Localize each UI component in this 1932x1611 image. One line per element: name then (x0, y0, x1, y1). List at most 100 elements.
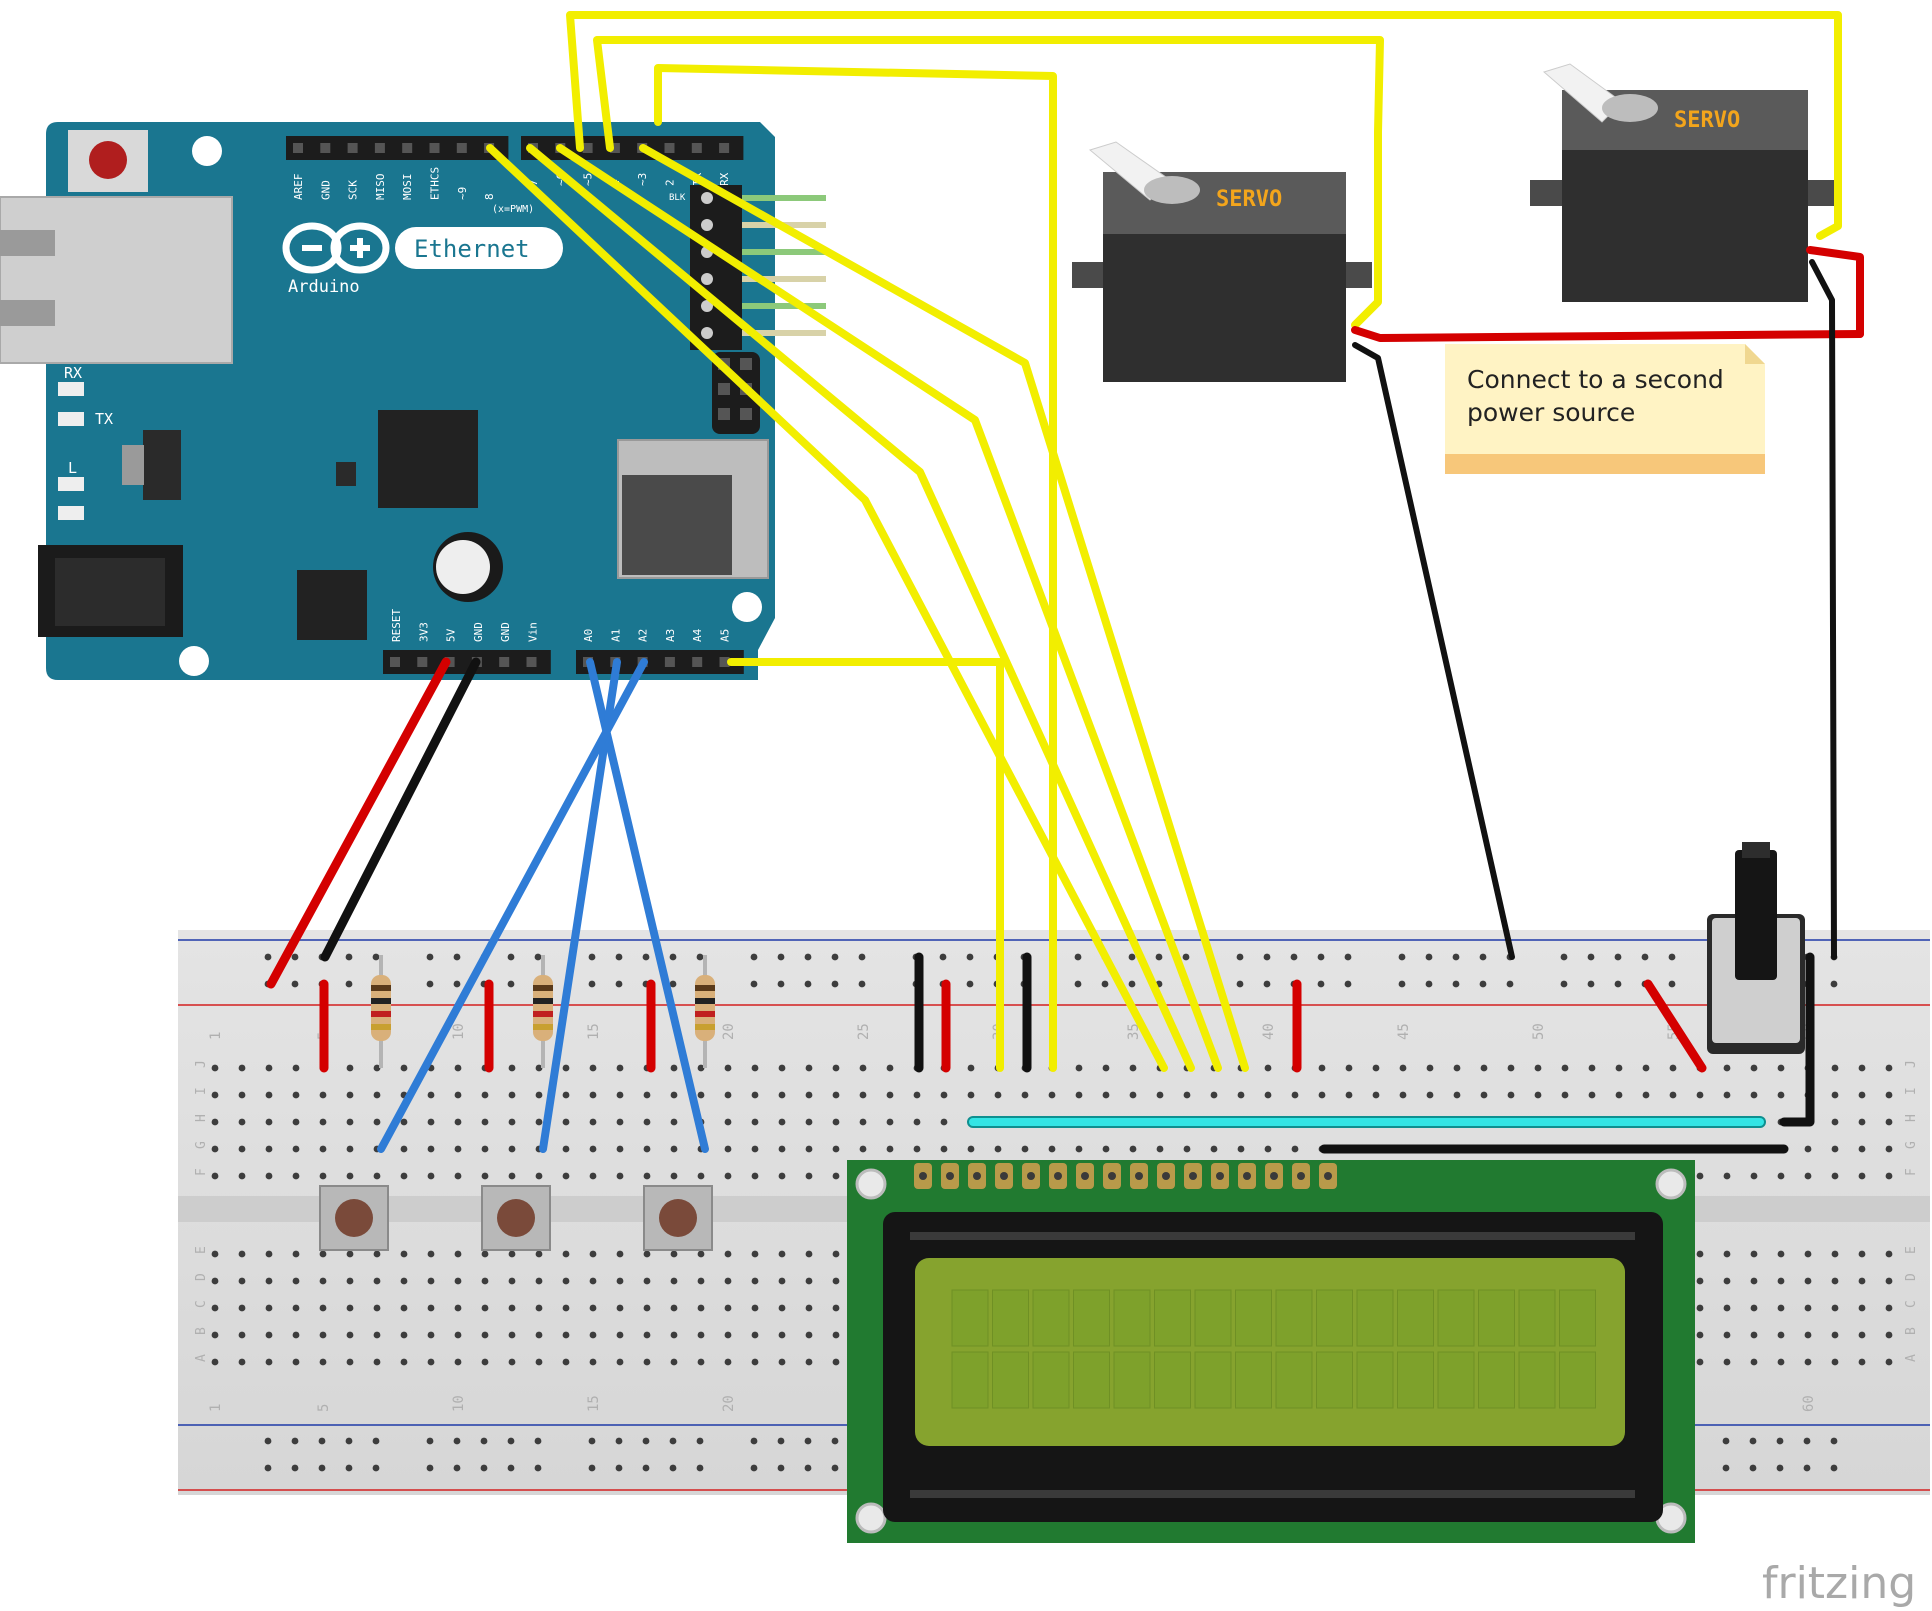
breadboard-hole (211, 1358, 219, 1366)
a5-signal-wire (727, 658, 1004, 1072)
breadboard-hole (1102, 1064, 1110, 1072)
breadboard-hole (454, 1304, 462, 1312)
breadboard-hole (562, 1304, 570, 1312)
power-rail-hole (480, 1437, 488, 1445)
breadboard-hole (1750, 1091, 1758, 1099)
breadboard-hole (1858, 1331, 1866, 1339)
pwm-note: (x=PWM) (492, 204, 534, 215)
servo-2-shaft (1602, 94, 1658, 122)
arduino-ethernet-board: RX TX L Arduino Ethernet (x=PWM) BLK ARE… (0, 122, 826, 680)
power-rail-hole (1479, 953, 1487, 961)
breadboard-hole (1804, 1277, 1812, 1285)
breadboard-hole (238, 1331, 246, 1339)
breadboard-hole (832, 1118, 840, 1126)
power-rail-hole (696, 1464, 704, 1472)
breadboard-hole (1831, 1277, 1839, 1285)
breadboard-hole (373, 1331, 381, 1339)
power-rail-hole (669, 1437, 677, 1445)
breadboard-hole (1831, 1331, 1839, 1339)
top-header-label: MOSI (401, 174, 414, 201)
analog-header-label: A4 (691, 628, 704, 642)
resistor-band (695, 1024, 715, 1030)
breadboard-hole (292, 1064, 300, 1072)
breadboard-hole (238, 1277, 246, 1285)
lcd-character-cell (1518, 1351, 1556, 1409)
power-rail-hole (318, 1437, 326, 1445)
lcd-character-cell (1154, 1289, 1191, 1347)
power-rail-hole (1479, 980, 1487, 988)
breadboard-hole (1615, 1064, 1623, 1072)
breadboard-hole (724, 1277, 732, 1285)
breadboard-hole (238, 1145, 246, 1153)
power-rail-hole (1614, 980, 1622, 988)
breadboard-hole (1858, 1091, 1866, 1099)
lcd-pin-hole (1081, 1172, 1089, 1180)
lcd-character-cells (951, 1289, 1596, 1409)
lcd-pin-row (914, 1163, 1337, 1189)
breadboard-hole (751, 1172, 759, 1180)
breadboard-hole (373, 1118, 381, 1126)
breadboard-hole (697, 1250, 705, 1258)
power-rail-hole (1128, 980, 1136, 988)
breadboard-hole (454, 1250, 462, 1258)
column-number-top: 40 (1261, 1023, 1277, 1040)
power-rail-hole (669, 1464, 677, 1472)
servo-2-label: SERVO (1674, 108, 1740, 133)
breadboard-hole (319, 1304, 327, 1312)
breadboard-hole (1264, 1145, 1272, 1153)
breadboard-hole (1858, 1277, 1866, 1285)
breadboard-hole (1507, 1091, 1515, 1099)
breadboard-hole (724, 1358, 732, 1366)
power-rail-hole (1803, 1464, 1811, 1472)
breadboard-hole (1048, 1091, 1056, 1099)
breadboard-hole (346, 1118, 354, 1126)
button-3-analog-wire (586, 658, 709, 1153)
top-header-left-pin (402, 143, 413, 153)
breadboard-hole (886, 1064, 894, 1072)
top-header-left-pin (456, 143, 467, 153)
breadboard-hole (400, 1250, 408, 1258)
analog-header-pin (664, 657, 675, 667)
breadboard-hole (751, 1064, 759, 1072)
breadboard-hole (805, 1091, 813, 1099)
power-rail-hole (1182, 953, 1190, 961)
breadboard-hole (265, 1172, 273, 1180)
breadboard-hole (697, 1304, 705, 1312)
push-button-cap (659, 1199, 697, 1237)
digital-header-label: ~5 (582, 173, 595, 186)
breadboard-hole (1858, 1250, 1866, 1258)
icsp-pin (718, 383, 730, 395)
power-rail-hole (1101, 980, 1109, 988)
digital-header-label: ~3 (636, 173, 649, 186)
breadboard-hole (1696, 1172, 1704, 1180)
power-rail-hole (1236, 953, 1244, 961)
lcd-d7-wire (639, 144, 1249, 1072)
lcd-bezel-rail (910, 1232, 1635, 1240)
breadboard-hole (1831, 1358, 1839, 1366)
breadboard-hole (832, 1145, 840, 1153)
power-rail-hole (426, 1437, 434, 1445)
power-rail-hole (507, 1464, 515, 1472)
breadboard-hole (508, 1277, 516, 1285)
breadboard-hole (940, 1118, 948, 1126)
potentiometer-housing (1712, 918, 1800, 1043)
micro-sd-card (622, 475, 732, 575)
breadboard-hole (265, 1358, 273, 1366)
breadboard-hole (832, 1250, 840, 1258)
power-rail-hole (777, 980, 785, 988)
breadboard-hole (643, 1304, 651, 1312)
breadboard-hole (805, 1358, 813, 1366)
lcd-pin-hole (1189, 1172, 1197, 1180)
breadboard-hole (1723, 1277, 1731, 1285)
breadboard-hole (886, 1091, 894, 1099)
led-rx (58, 382, 84, 396)
top-header-label: MISO (374, 174, 387, 201)
mounting-hole (732, 592, 762, 622)
breadboard-hole (1750, 1250, 1758, 1258)
digital-header-label: 7 (527, 179, 540, 186)
breadboard-hole (940, 1091, 948, 1099)
breadboard-hole (886, 1118, 894, 1126)
top-header-label: ETHCS (429, 167, 442, 200)
breadboard-hole (373, 1250, 381, 1258)
breadboard-hole (1129, 1091, 1137, 1099)
